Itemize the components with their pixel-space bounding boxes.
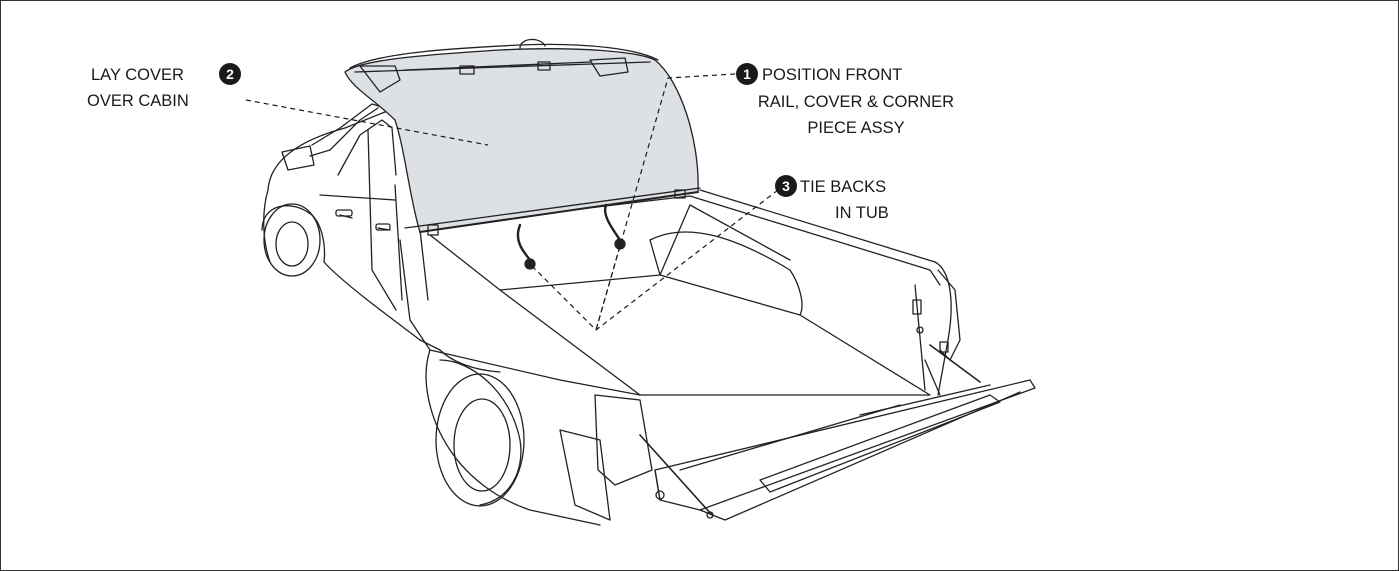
badge-1-number: 1 <box>743 66 751 82</box>
corner-piece-right <box>589 57 629 77</box>
badge-1 <box>736 63 758 85</box>
rear-wheel <box>435 373 525 507</box>
leader-tie-backs-2 <box>531 265 597 331</box>
callout-1-line-2: RAIL, COVER & CORNER <box>758 93 954 111</box>
badge-3 <box>775 175 797 197</box>
right-anchor <box>912 299 922 315</box>
door-handle <box>375 223 391 231</box>
leader-lines <box>245 73 779 331</box>
callout-1-line-1: POSITION FRONT <box>762 66 902 84</box>
leader-tie-backs-1 <box>595 189 779 331</box>
tub-left-side <box>399 239 653 526</box>
mud-flap <box>559 429 611 521</box>
callout-tie-backs: 3 TIE BACKS IN TUB <box>775 175 889 222</box>
callout-1-line-3: PIECE ASSY <box>807 119 904 137</box>
callout-position-front-rail: 1 POSITION FRONT RAIL, COVER & CORNER PI… <box>736 63 954 137</box>
callout-lay-cover: LAY COVER 2 OVER CABIN <box>87 63 241 110</box>
tonneau-cover <box>344 38 701 270</box>
front-wheel <box>263 203 321 277</box>
callout-2-line-1: LAY COVER <box>91 66 184 84</box>
side-mirror <box>281 145 315 171</box>
callout-3-line-1: TIE BACKS <box>800 178 886 196</box>
tailgate <box>639 344 1036 521</box>
badge-2 <box>219 63 241 85</box>
cover-panel <box>344 48 699 233</box>
badge-3-number: 3 <box>782 178 790 194</box>
tail-light-left <box>594 394 653 486</box>
callout-2-line-2: OVER CABIN <box>87 92 189 110</box>
callout-3-line-2: IN TUB <box>835 204 889 222</box>
corner-piece-left <box>359 65 401 93</box>
door-handle <box>335 209 353 217</box>
tail-light-right <box>937 269 961 361</box>
badge-2-number: 2 <box>226 66 234 82</box>
leader-tie-backs-3 <box>595 245 621 331</box>
leader-position-front-rail <box>595 73 736 331</box>
